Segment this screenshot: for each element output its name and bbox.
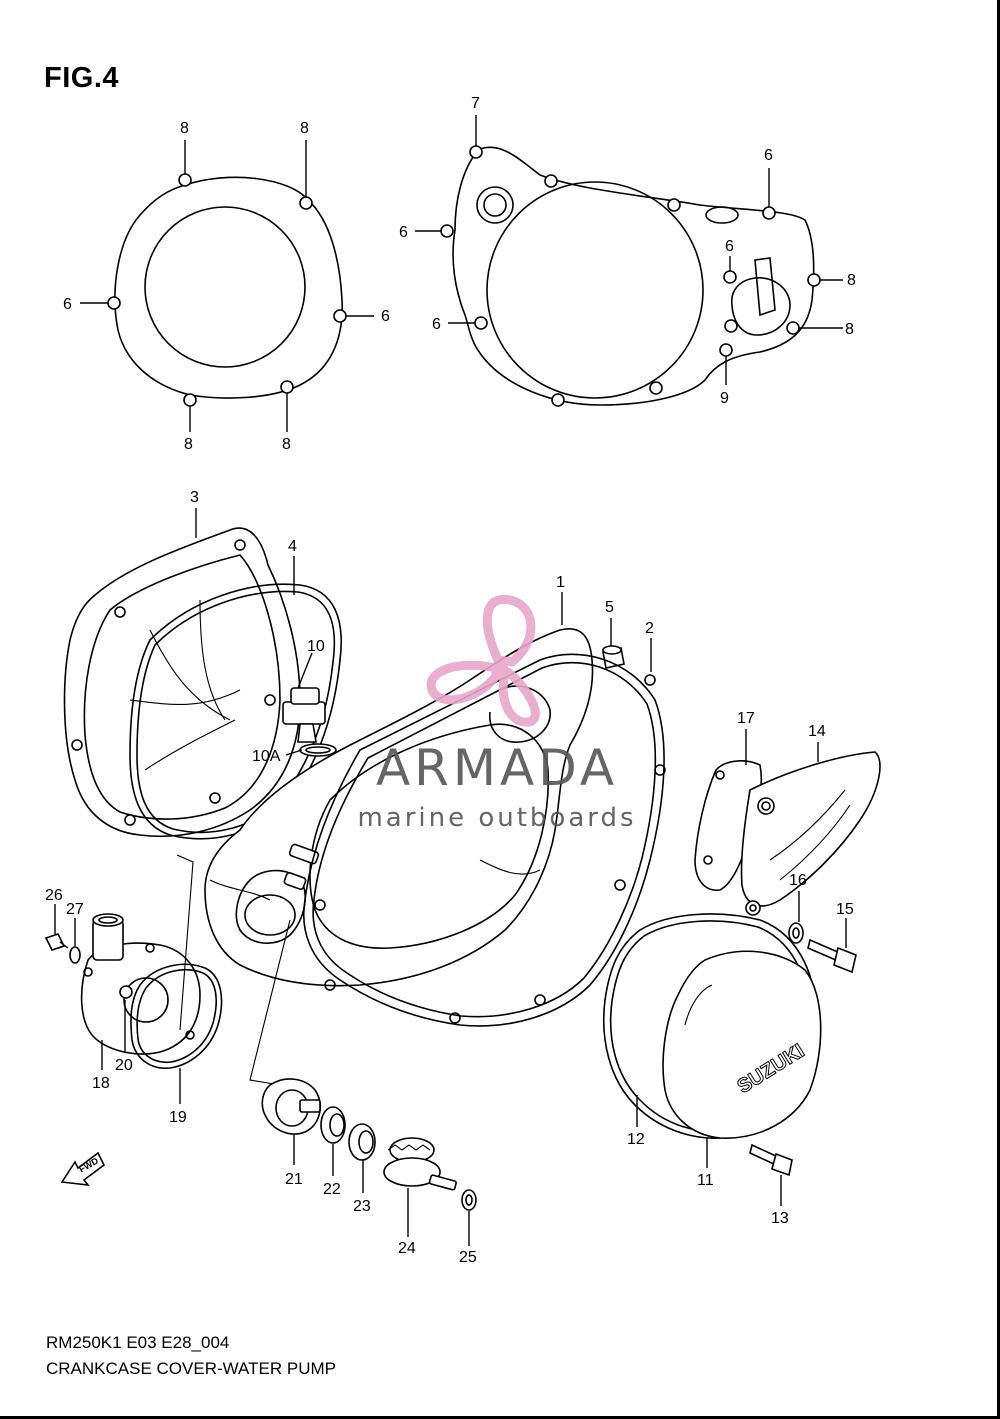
callout-26: 26 [45,887,63,904]
callout-24: 24 [398,1240,416,1257]
callout-labels: 8 8 6 6 8 8 7 6 6 6 8 6 8 9 3 4 10 10A 1… [45,95,856,1266]
leader-lines [54,508,847,1246]
callout-3: 3 [190,489,199,506]
part-impeller [261,1078,321,1135]
callout-13: 13 [771,1210,789,1227]
callout-4: 4 [288,538,297,555]
callout-17: 17 [737,710,755,727]
armada-watermark: ARMADA marine outboards [357,594,636,833]
callout-6: 6 [725,238,734,255]
callout-8: 8 [184,436,193,453]
callout-7: 7 [471,95,480,112]
figure-title: FIG.4 [44,62,120,94]
callout-8: 8 [180,120,189,137]
part-magneto-cover: SUZUKI [662,950,822,1139]
part-pump-bolt [44,933,81,964]
part-crankcase-gasket [303,653,666,1027]
part-cover-bolt [749,1143,793,1177]
watermark-brand: ARMADA [376,739,618,797]
part-water-pump-gasket [130,963,223,1069]
callout-23: 23 [353,1198,371,1215]
callout-6: 6 [432,316,441,333]
callout-22: 22 [323,1181,341,1198]
section-name: CRANKCASE COVER-WATER PUMP [46,1359,336,1378]
callout-14: 14 [808,723,826,740]
part-bearing [348,1123,376,1161]
part-oil-seal [320,1106,346,1144]
part-pump-shaft-gear [383,1137,457,1191]
callout-5: 5 [605,599,614,616]
callout-21: 21 [285,1171,303,1188]
assembly-guide-lines [176,854,291,1086]
callout-19: 19 [169,1109,187,1126]
callout-10: 10 [307,638,325,655]
callout-2: 2 [645,620,654,637]
callout-11: 11 [697,1172,714,1189]
part-washer [461,1189,477,1211]
part-clutch-cover [63,527,301,838]
callout-27: 27 [66,901,84,918]
callout-16: 16 [789,872,807,889]
part-bolt-guard [788,922,857,974]
callout-10a: 10A [252,748,281,765]
model-code: RM250K1 E03 E28_004 [46,1333,230,1352]
callout-9: 9 [720,390,729,407]
part-drain-plug [282,687,337,757]
callout-8: 8 [300,120,309,137]
callout-6: 6 [381,308,390,325]
part-case-guard [694,751,881,916]
callout-12: 12 [627,1131,645,1148]
callout-15: 15 [836,901,854,918]
part-dowel-pin [602,645,625,669]
callout-6: 6 [399,224,408,241]
callout-1: 1 [556,574,565,591]
callout-6: 6 [764,147,773,164]
callout-8: 8 [845,321,854,338]
callout-20: 20 [115,1057,133,1074]
propeller-logo-icon [426,594,540,727]
fwd-arrow-stamp: FWD [60,1151,106,1187]
callout-8: 8 [282,436,291,453]
watermark-tagline: marine outboards [357,803,636,833]
callout-6: 6 [63,296,72,313]
crankcase-cover-bolt-layout [415,115,843,407]
callout-25: 25 [459,1249,477,1266]
part-crankcase-cover [204,628,594,987]
clutch-cover-bolt-layout [80,140,374,432]
callout-18: 18 [92,1075,110,1092]
callout-8: 8 [847,272,856,289]
